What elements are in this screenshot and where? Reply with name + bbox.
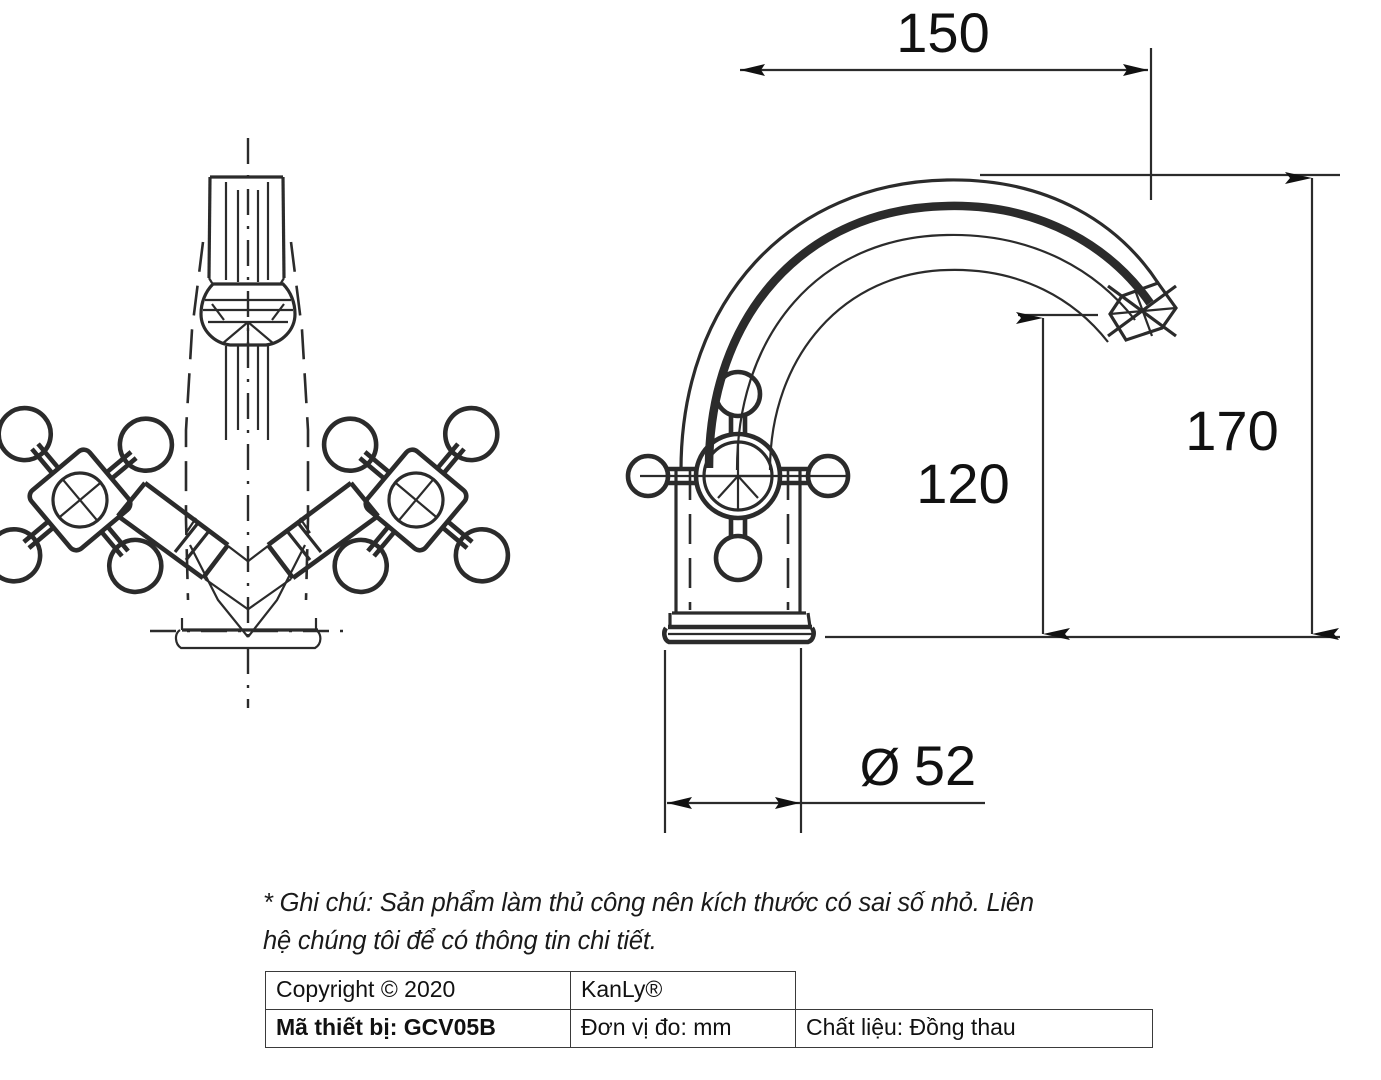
- note-line-2: hệ chúng tôi để có thông tin chi tiết.: [263, 927, 657, 955]
- dim-52-label: 52: [914, 734, 976, 797]
- title-block-table: Copyright © 2020 KanLy® Mã thiết bị: GCV…: [265, 971, 1153, 1048]
- top-view-right-handle-stem: [246, 481, 380, 611]
- table-row: Copyright © 2020 KanLy®: [265, 971, 1153, 1010]
- dimension-150: 150: [740, 1, 1148, 76]
- spout-outer-arc: [679, 178, 1160, 471]
- dim-170-label: 170: [1185, 399, 1278, 462]
- table-row: Mã thiết bị: GCV05B Đơn vị đo: mm Chất l…: [265, 1009, 1153, 1048]
- cell-brand: KanLy®: [570, 971, 796, 1010]
- cell-device-code: Mã thiết bị: GCV05B: [265, 1009, 571, 1048]
- spout-bore-arc: [768, 268, 1109, 471]
- dimension-diameter-52: Ø 52: [667, 734, 985, 809]
- top-view-left-handle: [0, 405, 175, 595]
- dimension-120: 120: [916, 312, 1070, 640]
- note-line-1: * Ghi chú: Sản phẩm làm thủ công nên kíc…: [263, 889, 1034, 917]
- dim-120-label: 120: [916, 452, 1009, 515]
- cell-unit: Đơn vị đo: mm: [570, 1009, 796, 1048]
- cell-material: Chất liệu: Đồng thau: [795, 1009, 1153, 1048]
- dim-52-symbol: Ø: [860, 739, 900, 797]
- side-view-body: [662, 470, 816, 645]
- top-view-hidden-outline: [184, 241, 310, 601]
- side-view-group: [625, 178, 1178, 645]
- top-view-left-handle-stem: [116, 481, 250, 611]
- top-view-group: [0, 138, 511, 708]
- top-view-base-silhouette: [189, 544, 306, 638]
- dim-150-label: 150: [896, 1, 989, 64]
- cell-copyright: Copyright © 2020: [265, 971, 571, 1010]
- spout-outlet-nut: [1107, 281, 1178, 342]
- cell-empty: [796, 972, 1153, 1010]
- spout-shading-band: [704, 201, 1154, 469]
- side-view-hidden-lines: [688, 470, 790, 610]
- dimension-170: 170: [1185, 172, 1339, 640]
- note-block: * Ghi chú: Sản phẩm làm thủ công nên kíc…: [263, 884, 1163, 960]
- top-view-right-handle: [321, 405, 511, 595]
- spout-inner-arc: [735, 233, 1136, 471]
- top-view-spout-body: [199, 175, 297, 440]
- aerator-outline: [199, 282, 297, 347]
